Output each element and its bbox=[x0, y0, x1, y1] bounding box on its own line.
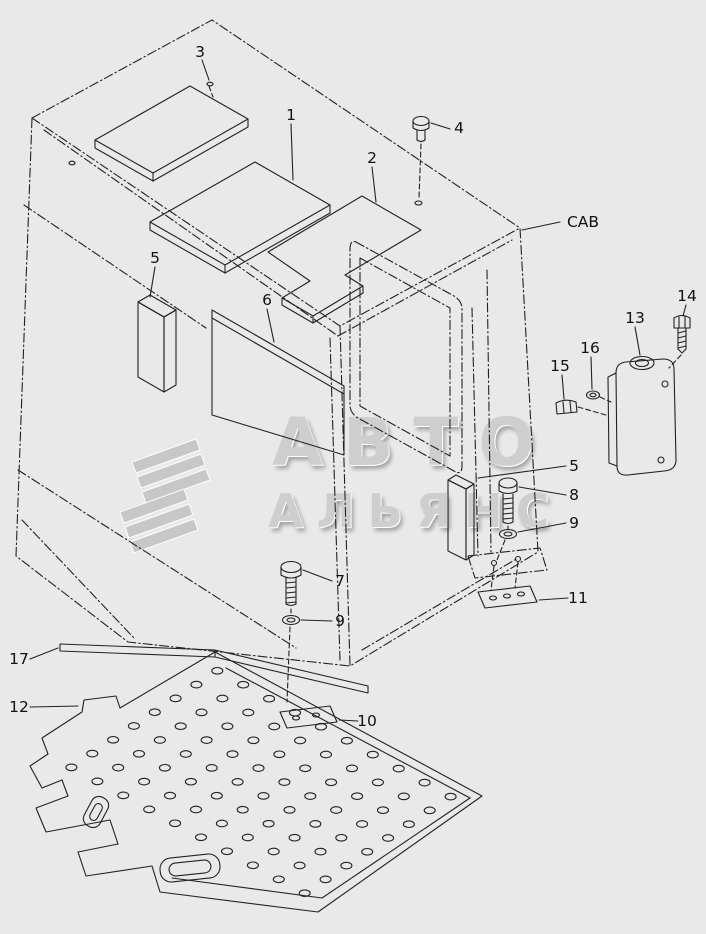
pad-5-right bbox=[447, 474, 475, 561]
cab-body bbox=[15, 19, 548, 667]
callout-10: 10 bbox=[357, 712, 377, 730]
callout-2: 2 bbox=[367, 149, 377, 167]
bolt-7 bbox=[280, 560, 302, 614]
roof-panel-2 bbox=[267, 195, 422, 324]
callout-14: 14 bbox=[677, 287, 697, 305]
callout-6: 6 bbox=[262, 291, 272, 309]
callout-labels: 3 1 2 4 CAB 5 6 14 13 16 15 5 8 9 11 7 9… bbox=[9, 43, 697, 730]
roof-panel-3 bbox=[94, 85, 249, 182]
logo-stripe-group-bottom bbox=[119, 488, 199, 554]
glass-panel-6 bbox=[211, 309, 345, 456]
callout-5-right: 5 bbox=[569, 457, 579, 475]
washer-9-mid bbox=[281, 614, 301, 703]
logo-stripe-group-top bbox=[131, 438, 211, 504]
plate-10 bbox=[279, 705, 338, 729]
nut-15 bbox=[555, 399, 607, 416]
watermark-text-line1: АВТО bbox=[272, 404, 555, 481]
callout-9-right: 9 bbox=[569, 514, 579, 532]
callout-5-left: 5 bbox=[150, 249, 160, 267]
callout-9-mid: 9 bbox=[335, 612, 345, 630]
roof-panel-1 bbox=[149, 161, 331, 274]
callout-4: 4 bbox=[454, 119, 464, 137]
callout-15: 15 bbox=[550, 357, 570, 375]
washer-tank-13 bbox=[607, 355, 677, 476]
bolt-4 bbox=[412, 115, 430, 206]
callout-12: 12 bbox=[9, 698, 29, 716]
pad-5-left bbox=[137, 294, 177, 393]
floor-mat-12 bbox=[29, 651, 483, 913]
mat-hook-detail bbox=[82, 795, 110, 829]
bolt-14 bbox=[668, 314, 691, 369]
washer-9-right bbox=[496, 525, 518, 561]
washer-16 bbox=[585, 390, 612, 403]
callout-17: 17 bbox=[9, 650, 29, 668]
leader-lines bbox=[29, 59, 687, 722]
floor-mat-tread-pattern bbox=[65, 666, 457, 898]
callout-8: 8 bbox=[569, 486, 579, 504]
bolt-8 bbox=[498, 477, 518, 525]
plate-11 bbox=[477, 585, 538, 609]
cab-label: CAB bbox=[567, 213, 599, 231]
callout-1: 1 bbox=[286, 106, 296, 124]
callout-13: 13 bbox=[625, 309, 645, 327]
callout-16: 16 bbox=[580, 339, 600, 357]
mat-handle-cutout bbox=[159, 853, 221, 883]
mount-bracket-right bbox=[490, 555, 522, 591]
strip-17 bbox=[59, 643, 369, 694]
callout-7: 7 bbox=[335, 572, 345, 590]
callout-3: 3 bbox=[195, 43, 205, 61]
callout-11: 11 bbox=[568, 589, 588, 607]
